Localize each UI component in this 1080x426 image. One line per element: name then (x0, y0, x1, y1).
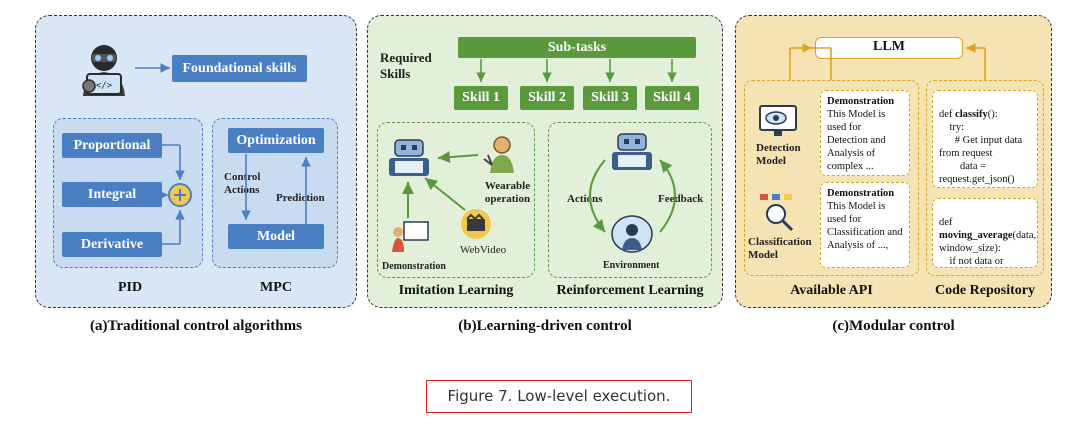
code-classify-card: def classify(): try: # Get input data fr… (932, 90, 1038, 188)
model-box: Model (228, 224, 324, 249)
wearable-operation-label: Wearable operation (484, 180, 531, 205)
pid-label: PID (117, 280, 143, 295)
environment-label: Environment (603, 260, 660, 271)
imitation-region (377, 122, 535, 278)
detection-model-icon (758, 104, 798, 138)
imitation-learning-label: Imitation Learning (398, 283, 514, 298)
code-repository-region (926, 80, 1044, 276)
skill-3-box: Skill 3 (583, 86, 637, 110)
webvideo-label: WebVideo (460, 244, 507, 256)
doc1-body: This Model is used for Detection and Ana… (827, 109, 886, 172)
foundational-skills-box: Foundational skills (172, 55, 307, 82)
webvideo-icon (460, 208, 492, 240)
available-api-region (744, 80, 919, 276)
code1-rest: (): try: # Get input data from request d… (939, 109, 1023, 185)
mpc-label: MPC (260, 280, 292, 295)
code1-fn: classify (955, 109, 988, 120)
engineer-laptop-icon: </> (75, 40, 133, 98)
reinforcement-region (548, 122, 712, 278)
llm-label: LLM (873, 39, 905, 54)
robot-rl-icon (608, 132, 656, 172)
code2-rest: (data, window_size): if not data or wind… (939, 230, 1037, 267)
demonstration-icon (390, 220, 430, 254)
classification-model-icon (758, 192, 798, 232)
caption-a: (a)Traditional control algorithms (90, 318, 302, 334)
skill-4-box: Skill 4 (645, 86, 699, 110)
subtasks-box: Sub-tasks (458, 37, 696, 58)
caption-c: (c)Modular control (832, 318, 955, 334)
wearable-person-icon (480, 135, 520, 175)
demonstration-label: Demonstration (382, 261, 446, 272)
available-api-label: Available API (790, 283, 873, 298)
derivative-box: Derivative (62, 232, 162, 257)
integral-box: Integral (62, 182, 162, 207)
prediction-label: Prediction (276, 192, 325, 204)
actions-label: Actions (567, 193, 603, 205)
classification-doc-card: Demonstration This Model is used for Cla… (820, 182, 910, 268)
feedback-label: Feedback (658, 193, 704, 205)
doc2-body: This Model is used for Classification an… (827, 201, 903, 251)
detection-model-label: Detection Model (756, 142, 801, 167)
code1-pre: def (939, 109, 956, 120)
caption-b: (b)Learning-driven control (458, 318, 632, 334)
code2-fn: moving_average (939, 230, 1013, 241)
classification-model-label: Classification Model (748, 236, 812, 261)
doc1-title: Demonstration (827, 96, 895, 107)
skill-1-box: Skill 1 (454, 86, 508, 110)
figure-caption: Figure 7. Low-level execution. (426, 380, 692, 413)
robot-icon (385, 138, 433, 178)
doc2-title: Demonstration (827, 188, 895, 199)
skill-2-box: Skill 2 (520, 86, 574, 110)
code-moving-average-card: def moving_average(data, window_size): i… (932, 198, 1038, 268)
code2-pre: def (939, 217, 956, 228)
code-repository-label: Code Repository (935, 283, 1035, 298)
proportional-box: Proportional (62, 133, 162, 158)
required-skills-label: Required Skills (380, 50, 432, 81)
svg-text:</>: </> (96, 81, 113, 91)
control-actions-label: Control Actions (224, 171, 261, 196)
environment-icon (610, 214, 654, 254)
detection-doc-card: Demonstration This Model is used for Det… (820, 90, 910, 176)
optimization-box: Optimization (228, 128, 324, 153)
reinforcement-learning-label: Reinforcement Learning (556, 283, 704, 298)
